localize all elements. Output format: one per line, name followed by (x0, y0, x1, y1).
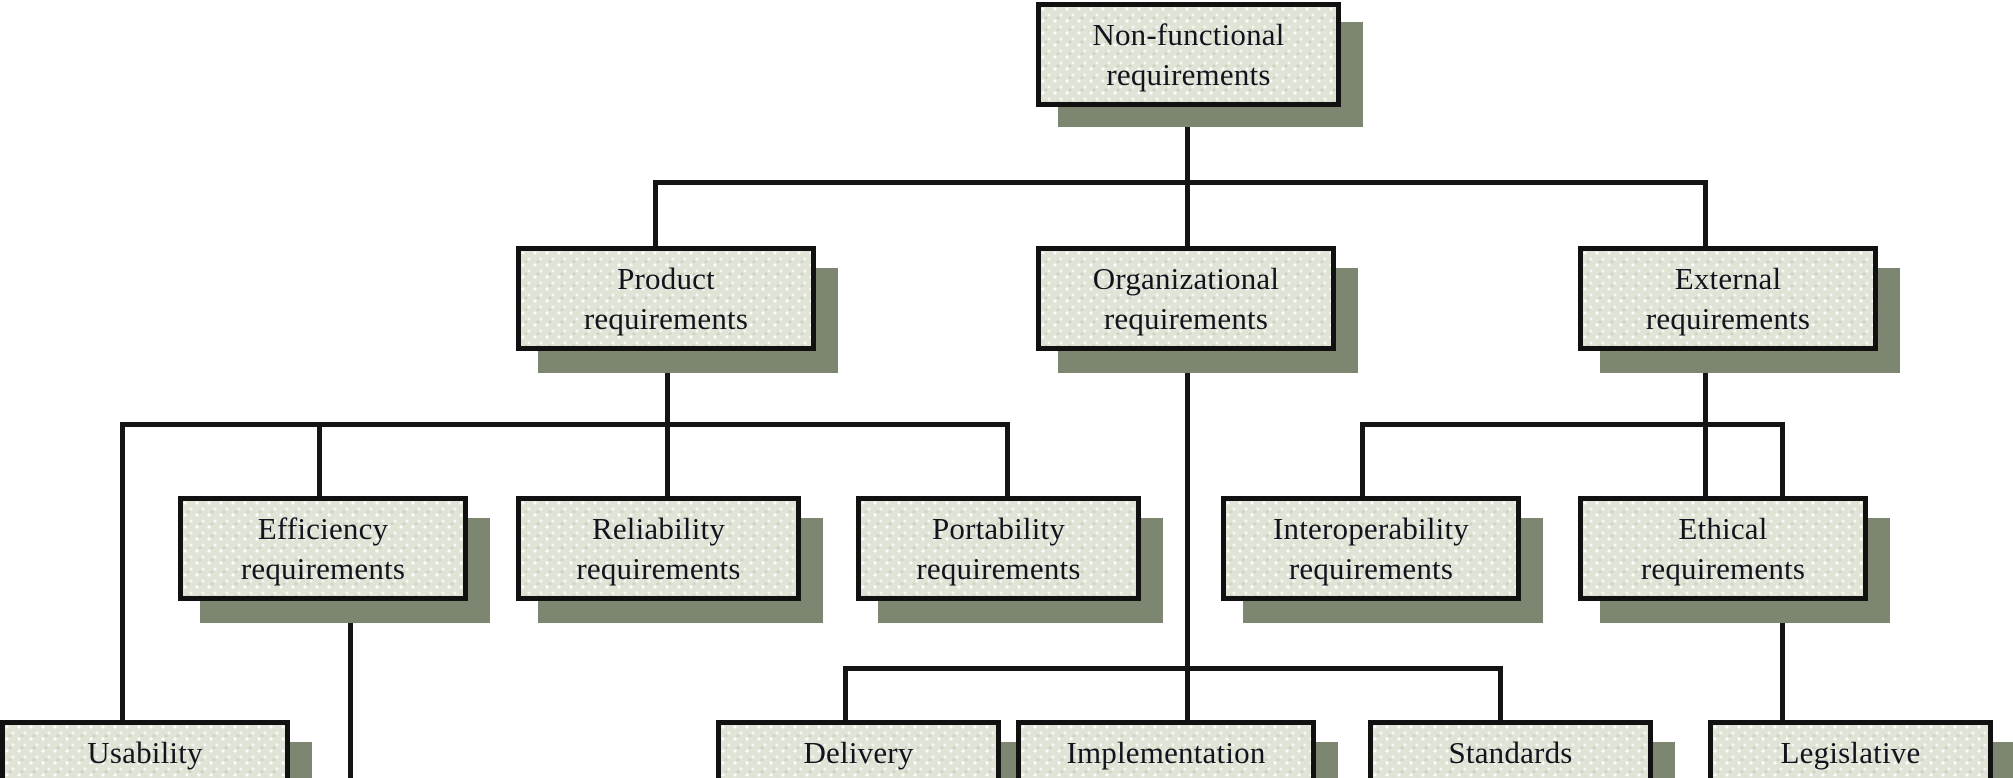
connector-drop-ethical (1703, 422, 1708, 496)
connector-drop-efficiency (317, 422, 322, 496)
node-standards[interactable]: Standards (1368, 720, 1653, 778)
node-label-line2: requirements (583, 300, 749, 336)
connector-drop-usability-rail (120, 422, 125, 722)
node-portability-requirements[interactable]: Portability requirements (856, 496, 1141, 601)
node-label-line1: Product (617, 261, 715, 297)
node-label-line1: Efficiency (257, 511, 389, 547)
node-label-line2: requirements (240, 550, 406, 586)
connector-drop-reliability (665, 422, 670, 496)
node-label-line2: requirements (1640, 550, 1806, 586)
node-label-line1: Portability (931, 511, 1066, 547)
node-interoperability-requirements[interactable]: Interoperability requirements (1221, 496, 1521, 601)
connector-organizational-stem (1185, 338, 1190, 668)
node-label-line1: Ethical (1678, 511, 1768, 547)
node-label-line2: requirements (916, 550, 1081, 586)
node-label-line1: Non-functional (1092, 17, 1285, 53)
connector-drop-organizational (1185, 180, 1190, 246)
connector-usability-stem (120, 690, 125, 722)
connector-external-bus (1360, 422, 1785, 427)
node-label-line1: Delivery (803, 735, 914, 770)
connector-root-stem (1185, 90, 1190, 196)
connector-product-stem (665, 338, 670, 428)
connector-product-bus (120, 422, 1010, 427)
node-label-line1: Implementation (1066, 735, 1266, 770)
node-label-line1: Organizational (1092, 261, 1280, 297)
connector-drop-interoperability (1360, 422, 1365, 496)
connector-drop-implementation (1185, 666, 1190, 722)
connector-drop-external (1703, 180, 1708, 246)
node-efficiency-requirements[interactable]: Efficiency requirements (178, 496, 468, 601)
node-label-line1: External (1674, 261, 1782, 297)
connector-drop-product (653, 180, 658, 246)
node-label-line2: requirements (1645, 300, 1811, 336)
node-label-line2: requirements (576, 550, 741, 586)
node-label-line1: Standards (1448, 735, 1573, 770)
node-external-requirements[interactable]: External requirements (1578, 246, 1878, 351)
node-delivery[interactable]: Delivery (716, 720, 1001, 778)
node-usability[interactable]: Usability (0, 720, 290, 778)
node-reliability-requirements[interactable]: Reliability requirements (516, 496, 801, 601)
node-label-line1: Interoperability (1272, 511, 1469, 547)
node-ethical-requirements[interactable]: Ethical requirements (1578, 496, 1868, 601)
node-label-line2: requirements (1288, 550, 1454, 586)
node-label-line1: Legislative (1780, 735, 1921, 770)
node-label-line1: Usability (87, 735, 203, 770)
connector-external-stem (1703, 338, 1708, 428)
connector-level1-bus (653, 180, 1708, 185)
node-label-line2: requirements (1103, 300, 1269, 336)
node-product-requirements[interactable]: Product requirements (516, 246, 816, 351)
connector-drop-delivery (843, 666, 848, 722)
node-legislative[interactable]: Legislative (1708, 720, 1993, 778)
connector-drop-portability (1005, 422, 1010, 496)
connector-drop-standards (1498, 666, 1503, 722)
node-organizational-requirements[interactable]: Organizational requirements (1036, 246, 1336, 351)
connector-organizational-bus (843, 666, 1503, 671)
node-implementation[interactable]: Implementation (1016, 720, 1316, 778)
node-label-line2: requirements (1106, 56, 1271, 92)
node-label-line1: Reliability (591, 511, 726, 547)
node-non-functional-requirements[interactable]: Non-functional requirements (1036, 2, 1341, 107)
connector-efficiency-stem (348, 586, 353, 778)
